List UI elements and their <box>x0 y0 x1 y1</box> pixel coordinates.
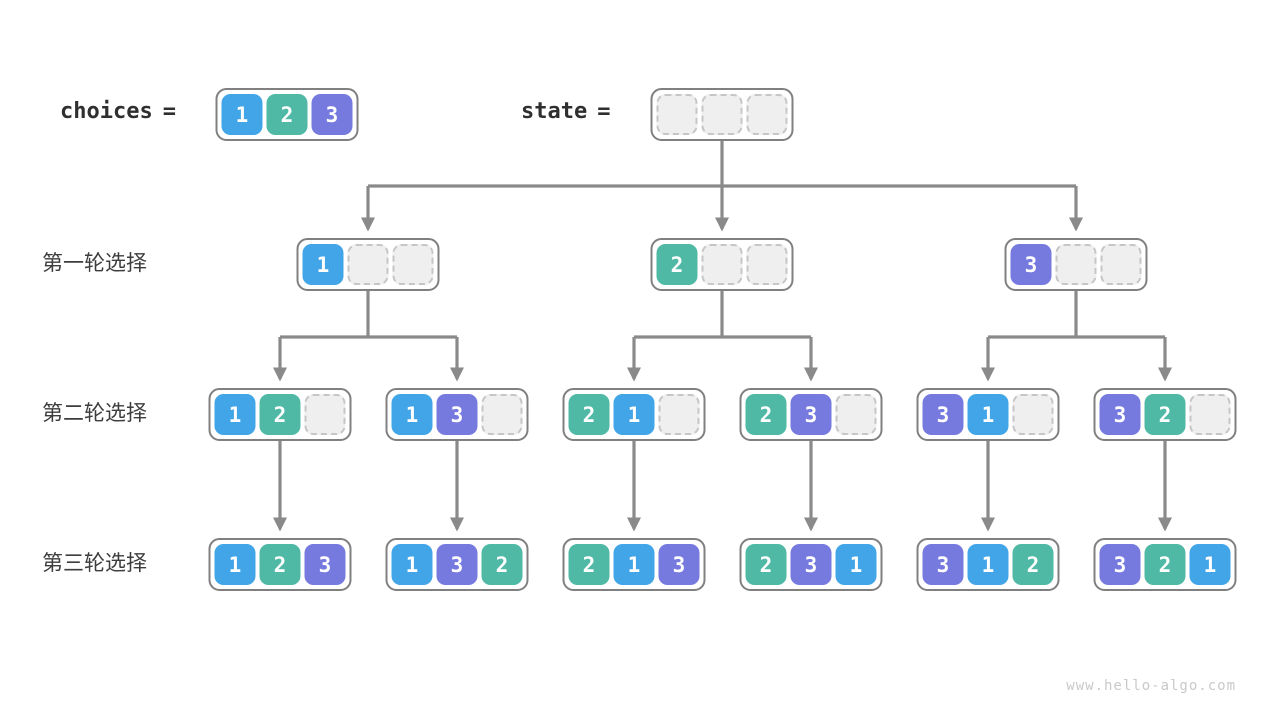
state-array-box <box>650 88 794 141</box>
watermark: www.hello-algo.com <box>1066 678 1236 694</box>
array-cell-value: 2 <box>1144 544 1186 585</box>
array-cell-empty <box>746 94 788 135</box>
array-cell-value: 3 <box>790 394 832 435</box>
state-label: state = <box>521 88 610 136</box>
array-cell-value: 1 <box>391 394 433 435</box>
array-cell-value: 3 <box>1010 244 1052 285</box>
array-cell-value: 3 <box>922 544 964 585</box>
array-cell-value: 1 <box>391 544 433 585</box>
state-box-round1-2: 2 <box>650 238 794 291</box>
array-cell-value: 1 <box>221 94 263 135</box>
array-cell-value: 2 <box>568 394 610 435</box>
array-cell-value: 2 <box>259 544 301 585</box>
array-cell-value: 1 <box>967 544 1009 585</box>
array-cell-value: 3 <box>436 544 478 585</box>
round-1-label: 第一轮选择 <box>42 252 147 275</box>
choices-label: choices = <box>60 88 176 136</box>
array-cell-value: 1 <box>302 244 344 285</box>
state-label-text: state <box>521 99 588 124</box>
state-box-round1-3: 3 <box>1004 238 1148 291</box>
array-cell-value: 1 <box>214 394 256 435</box>
array-cell-value: 2 <box>1012 544 1054 585</box>
array-cell-value: 3 <box>790 544 832 585</box>
array-cell-value: 1 <box>613 394 655 435</box>
array-cell-value: 1 <box>835 544 877 585</box>
array-cell-value: 1 <box>214 544 256 585</box>
array-cell-value: 2 <box>568 544 610 585</box>
array-cell-value: 1 <box>613 544 655 585</box>
array-cell-empty <box>1189 394 1231 435</box>
choices-equals-sign: = <box>162 99 176 124</box>
array-cell-value: 2 <box>1144 394 1186 435</box>
array-cell-empty <box>746 244 788 285</box>
array-cell-empty <box>1100 244 1142 285</box>
round-2-label: 第二轮选择 <box>42 402 147 425</box>
array-cell-value: 3 <box>1099 394 1141 435</box>
array-cell-value: 3 <box>304 544 346 585</box>
array-cell-value: 2 <box>745 394 787 435</box>
array-cell-empty <box>1055 244 1097 285</box>
array-cell-value: 3 <box>1099 544 1141 585</box>
array-cell-value: 2 <box>481 544 523 585</box>
array-cell-value: 1 <box>967 394 1009 435</box>
array-cell-value: 3 <box>922 394 964 435</box>
array-cell-value: 2 <box>266 94 308 135</box>
array-cell-empty <box>392 244 434 285</box>
array-cell-empty <box>304 394 346 435</box>
array-cell-empty <box>835 394 877 435</box>
array-cell-empty <box>1012 394 1054 435</box>
state-equals-sign: = <box>597 99 611 124</box>
choices-label-text: choices <box>60 99 153 124</box>
array-cell-value: 3 <box>436 394 478 435</box>
array-cell-empty <box>658 394 700 435</box>
array-cell-value: 2 <box>745 544 787 585</box>
state-box-round1-1: 1 <box>296 238 440 291</box>
array-cell-empty <box>701 244 743 285</box>
array-cell-value: 2 <box>656 244 698 285</box>
array-cell-empty <box>481 394 523 435</box>
round-3-label: 第三轮选择 <box>42 552 147 575</box>
array-cell-empty <box>701 94 743 135</box>
array-cell-value: 3 <box>658 544 700 585</box>
array-cell-value: 1 <box>1189 544 1231 585</box>
array-cell-value: 2 <box>259 394 301 435</box>
array-cell-empty <box>656 94 698 135</box>
array-cell-value: 3 <box>311 94 353 135</box>
array-cell-empty <box>347 244 389 285</box>
